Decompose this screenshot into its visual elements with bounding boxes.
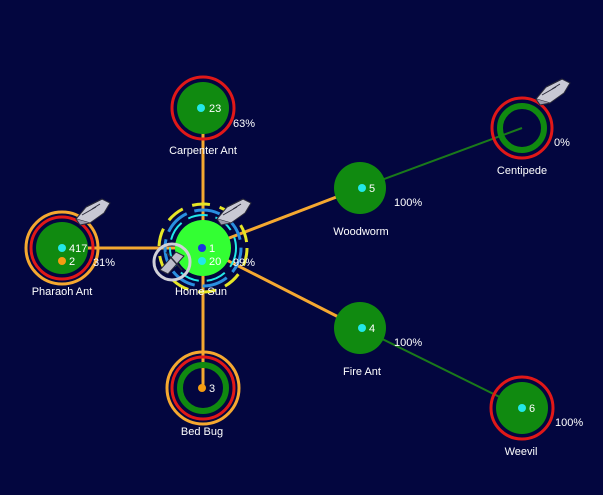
home-label: Home Sun	[175, 286, 227, 298]
centipede-percent: 0%	[554, 137, 570, 149]
pharaoh-ship-count: 417	[69, 243, 87, 255]
planet-home-sun[interactable]: 1 20 99% Home Sun	[152, 198, 255, 298]
home-count2: 20	[209, 256, 221, 268]
pharaoh-count2: 2	[69, 256, 75, 268]
weevil-label: Weevil	[505, 446, 538, 458]
pharaoh-percent: 31%	[93, 257, 115, 269]
carpenter-ship-count: 23	[209, 103, 221, 115]
home-percent: 99%	[233, 257, 255, 269]
bedbug-label: Bed Bug	[181, 426, 223, 438]
orange-dot-icon	[198, 384, 206, 392]
enemy-fleet-icon[interactable]	[535, 78, 571, 106]
ship-dot-icon	[358, 324, 366, 332]
home-ship-count: 1	[209, 243, 215, 255]
ship-dot-icon	[198, 257, 206, 265]
planet-woodworm[interactable]: 5 100% Woodworm	[333, 162, 422, 238]
ship-dot-icon	[197, 104, 205, 112]
ship-dot-icon	[518, 404, 526, 412]
fleet-icon[interactable]	[75, 198, 111, 226]
weevil-ship-count: 6	[529, 403, 535, 415]
orange-dot-icon	[58, 257, 66, 265]
planet-fire-ant[interactable]: 4 100% Fire Ant	[334, 302, 422, 378]
woodworm-ship-count: 5	[369, 183, 375, 195]
bedbug-ship-count: 3	[209, 383, 215, 395]
carpenter-label: Carpenter Ant	[169, 145, 237, 157]
fleet-group-icon[interactable]	[152, 242, 192, 282]
woodworm-percent: 100%	[394, 197, 422, 209]
fireant-ship-count: 4	[369, 323, 375, 335]
carpenter-percent: 63%	[233, 118, 255, 130]
blue-dot-icon	[198, 244, 206, 252]
planet-pharaoh-ant[interactable]: 417 2 31% Pharaoh Ant	[24, 198, 115, 298]
route-home-woodworm	[202, 186, 361, 250]
centipede-label: Centipede	[497, 165, 547, 177]
pharaoh-label: Pharaoh Ant	[32, 286, 93, 298]
planet-bed-bug[interactable]: 3 Bed Bug	[165, 350, 241, 438]
weevil-percent: 100%	[555, 417, 583, 429]
planet-centipede[interactable]: 0% Centipede	[490, 78, 571, 177]
fleet-icon[interactable]	[216, 198, 252, 226]
woodworm-label: Woodworm	[333, 226, 388, 238]
ship-dot-icon	[58, 244, 66, 252]
route-home-fireant	[202, 246, 361, 330]
fireant-label: Fire Ant	[343, 366, 381, 378]
fireant-percent: 100%	[394, 337, 422, 349]
planet-weevil[interactable]: 6 100% Weevil	[489, 375, 583, 458]
route-fireant-weevil	[359, 327, 523, 409]
planet-carpenter-ant[interactable]: 23 63% Carpenter Ant	[169, 75, 255, 157]
ship-dot-icon	[358, 184, 366, 192]
